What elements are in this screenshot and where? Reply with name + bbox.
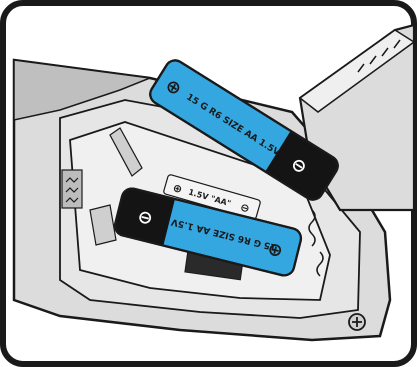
screw-icon xyxy=(348,313,366,331)
spring-contact-right xyxy=(308,209,324,277)
marking-plus-icon: ⊕ xyxy=(171,181,183,196)
marking-minus-icon: ⊖ xyxy=(239,200,251,215)
minus-terminal-icon: ⊖ xyxy=(135,206,155,230)
plus-terminal-icon: ⊕ xyxy=(265,238,285,262)
battery-bottom: ⊖ 15 G R6 SIZE AA 1.5V ⊕ xyxy=(113,187,303,277)
compartment-marking: ⊕ 1.5V "AA" ⊖ xyxy=(163,174,261,220)
spring-contact-left xyxy=(61,169,83,209)
